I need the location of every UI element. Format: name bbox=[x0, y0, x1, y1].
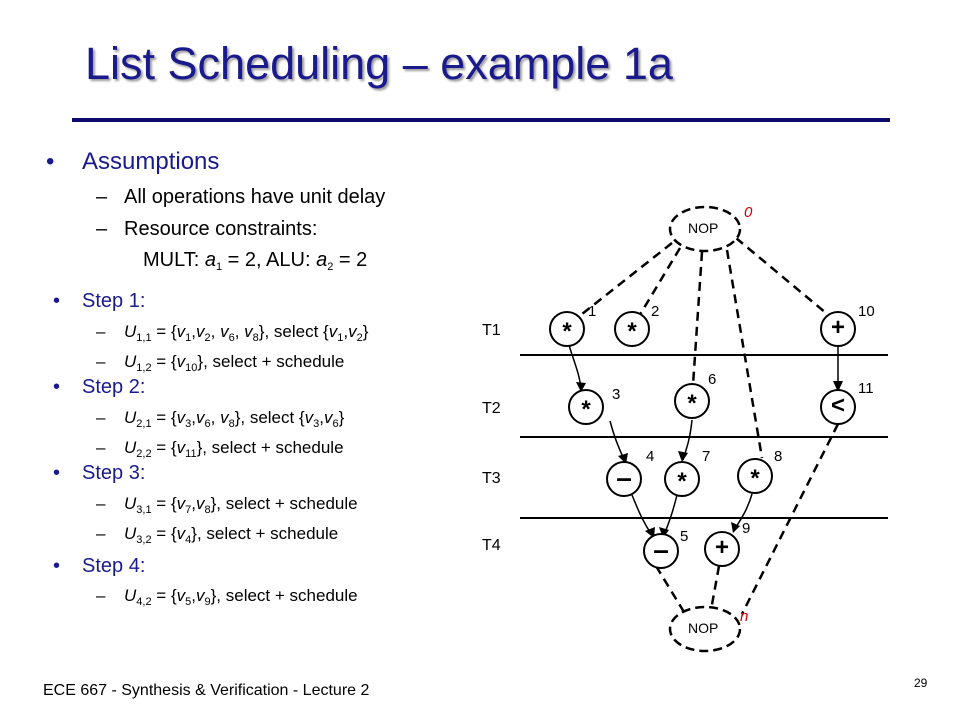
node-10 bbox=[820, 311, 856, 347]
bullet-dot: • bbox=[53, 290, 61, 312]
dash-marker: – bbox=[96, 408, 106, 427]
edge-4-5 bbox=[631, 494, 653, 536]
dash-marker: – bbox=[96, 322, 106, 341]
sink-label: NOP bbox=[688, 620, 719, 636]
dash-marker: – bbox=[96, 494, 106, 513]
node-7 bbox=[664, 461, 700, 497]
constraint-values: MULT: a1 = 2, ALU: a2 = 2 bbox=[143, 249, 368, 273]
assumptions-heading: Assumptions bbox=[82, 148, 220, 175]
node-index-label: 11 bbox=[858, 380, 874, 397]
assumption-unit-delay: All operations have unit delay bbox=[124, 186, 386, 208]
sink-index: n bbox=[740, 608, 749, 625]
node-8 bbox=[737, 458, 773, 494]
node-index-label: 2 bbox=[651, 303, 660, 320]
step-heading: Step 2: bbox=[82, 376, 146, 398]
source-index: 0 bbox=[744, 204, 753, 221]
node-index-label: 10 bbox=[858, 303, 875, 320]
dash-marker: – bbox=[96, 524, 106, 543]
arrowhead bbox=[576, 382, 586, 392]
dash-marker: – bbox=[96, 586, 106, 605]
node-index-label: 8 bbox=[774, 448, 783, 465]
step-line: U1,2 = {v10}, select + schedule bbox=[124, 352, 345, 374]
node-2 bbox=[614, 311, 650, 347]
node-op-symbol: * bbox=[687, 390, 697, 417]
node-op-symbol: * bbox=[581, 396, 591, 423]
step-line: U4,2 = {v5,v9}, select + schedule bbox=[124, 586, 358, 608]
node-index-label: 3 bbox=[612, 386, 621, 403]
timestep-label: T3 bbox=[482, 470, 501, 487]
node-op-symbol: + bbox=[830, 314, 845, 341]
bullet-dot: • bbox=[46, 148, 55, 175]
arrowhead bbox=[659, 527, 669, 538]
node-op-symbol: * bbox=[750, 465, 760, 492]
dashed-edge bbox=[740, 423, 840, 615]
node-11 bbox=[820, 389, 856, 425]
dash-marker: – bbox=[96, 438, 106, 457]
source-label: NOP bbox=[688, 220, 719, 236]
node-op-symbol: – bbox=[653, 534, 669, 565]
node-op-symbol: * bbox=[677, 468, 687, 495]
footer-course: ECE 667 - Synthesis & Verification - Lec… bbox=[43, 682, 370, 699]
node-index-label: 7 bbox=[702, 448, 711, 465]
dash-marker: – bbox=[96, 352, 106, 371]
dashed-edge bbox=[735, 237, 827, 314]
source-nop bbox=[668, 205, 742, 253]
node-5 bbox=[643, 533, 679, 569]
step-line: U2,2 = {v11}, select + schedule bbox=[124, 438, 344, 460]
dashed-edge bbox=[654, 565, 686, 613]
dashed-edge bbox=[725, 249, 764, 459]
dash-marker: – bbox=[96, 186, 108, 208]
step-line: U1,1 = {v1,v2, v6, v8}, select {v1,v2} bbox=[124, 322, 369, 344]
edge-7-5 bbox=[663, 494, 678, 536]
dashed-edge bbox=[709, 565, 721, 611]
node-4 bbox=[606, 461, 642, 497]
step-heading: Step 4: bbox=[82, 555, 146, 577]
page-number: 29 bbox=[914, 676, 928, 690]
dashed-edge bbox=[576, 242, 673, 319]
arrowhead bbox=[833, 381, 843, 392]
node-op-symbol: + bbox=[714, 534, 729, 561]
node-index-label: 9 bbox=[742, 520, 751, 537]
arrowhead bbox=[678, 451, 688, 462]
bullet-dot: • bbox=[53, 555, 61, 577]
node-op-symbol: * bbox=[627, 318, 637, 345]
node-op-symbol: < bbox=[830, 392, 845, 419]
step-heading: Step 3: bbox=[82, 462, 146, 484]
node-9 bbox=[704, 531, 740, 567]
node-index-label: 6 bbox=[708, 371, 717, 388]
node-op-symbol: – bbox=[616, 462, 632, 493]
node-index-label: 4 bbox=[646, 448, 655, 465]
node-3 bbox=[568, 389, 604, 425]
step-line: U3,2 = {v4}, select + schedule bbox=[124, 524, 339, 546]
step-heading: Step 1: bbox=[82, 290, 146, 312]
slide-title: List Scheduling – example 1a bbox=[85, 38, 673, 89]
node-6 bbox=[674, 383, 710, 419]
arrowhead bbox=[731, 522, 740, 533]
dashed-edge bbox=[636, 247, 682, 319]
sink-nop bbox=[668, 605, 742, 653]
step-line: U2,1 = {v3,v6, v8}, select {v3,v6} bbox=[124, 408, 345, 430]
timestep-label: T1 bbox=[482, 322, 501, 339]
node-index-label: 5 bbox=[680, 528, 689, 545]
node-1 bbox=[549, 311, 585, 347]
dashed-edge bbox=[691, 251, 704, 386]
bullet-dot: • bbox=[53, 376, 61, 398]
timestep-label: T4 bbox=[482, 537, 501, 554]
bullet-dot: • bbox=[53, 462, 61, 484]
timestep-label: T2 bbox=[482, 400, 501, 417]
node-op-symbol: * bbox=[562, 318, 572, 345]
step-line: U3,1 = {v7,v8}, select + schedule bbox=[124, 494, 358, 516]
title-underline bbox=[72, 118, 890, 122]
node-index-label: 1 bbox=[588, 303, 597, 320]
dash-marker: – bbox=[96, 218, 108, 240]
assumption-resource-constraints: Resource constraints: bbox=[124, 218, 318, 240]
